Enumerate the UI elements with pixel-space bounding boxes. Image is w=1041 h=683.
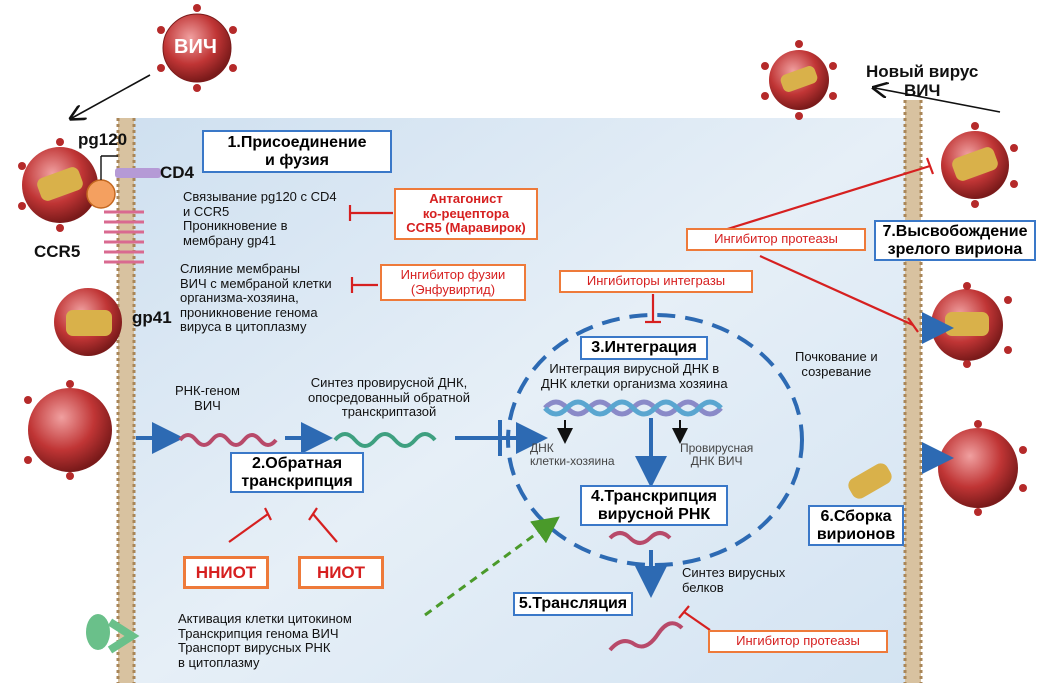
left-membrane — [116, 118, 136, 683]
cd4-receptor — [115, 168, 161, 178]
release-arrow — [875, 88, 1001, 113]
ccr5-receptor — [104, 210, 144, 264]
inhibitor-integrase: Ингибиторы интегразы — [559, 270, 753, 293]
virus-releasing-icon — [941, 131, 1009, 199]
virus-budding-icon — [931, 289, 1003, 361]
capsid-icon — [848, 463, 892, 499]
step-3-integration: 3.Интеграция — [580, 336, 708, 360]
inhibitor-nnrti: ННИОТ — [183, 556, 269, 590]
pg120-label: pg120 — [78, 130, 128, 149]
step-5-translation: 5.Трансляция — [513, 592, 633, 616]
step-7-release: 7.Высвобождение зрелого вириона — [874, 220, 1036, 262]
virus-label-hiv: ВИЧ — [174, 36, 217, 58]
budding-label: Почкование и созревание — [795, 349, 878, 379]
virus-attaching-icon — [22, 147, 98, 223]
proviral-dna-strand — [333, 432, 437, 448]
inhibitor-ccr5-antagonist: Антагонист ко-рецептора CCR5 (Маравирок) — [394, 188, 538, 240]
inhibitor-protease-top: Ингибитор протеазы — [686, 228, 866, 251]
host-dna-label: ДНК клетки-хозяина — [530, 441, 615, 469]
step-6-assembly: 6.Сборка вирионов — [808, 505, 904, 547]
step-2-reverse-transcription: 2.Обратная транскрипция — [230, 452, 364, 494]
protein-synthesis-label: Синтез вирусных белков — [682, 565, 786, 595]
inhibitor-fusion: Ингибитор фузии (Энфувиртид) — [380, 264, 526, 302]
step-4-transcription: 4.Транскрипция вирусной РНК — [580, 485, 728, 527]
binding-description: Связывание pg120 с CD4 и CCR5 Проникнове… — [183, 189, 337, 248]
virus-assembly-icon — [938, 428, 1018, 508]
cd4-label: CD4 — [160, 163, 195, 182]
rna-genome-strand — [178, 433, 278, 447]
ccr5-label: CCR5 — [34, 242, 81, 261]
inhibitor-protease-bottom: Ингибитор протеазы — [708, 630, 888, 653]
virus-new-icon — [769, 50, 829, 110]
entry-arrow — [72, 74, 151, 118]
inhibitor-nrti: НИОТ — [298, 556, 384, 590]
cytokine-receptor-icon — [86, 614, 140, 654]
step-1-attachment: 1.Присоединение и фузия — [202, 130, 392, 174]
integration-description: Интеграция вирусной ДНК в ДНК клетки орг… — [541, 361, 728, 391]
viral-rna-strand — [608, 531, 672, 545]
right-membrane — [903, 100, 923, 683]
proviral-dna-label: Провирусная ДНК ВИЧ — [680, 441, 754, 469]
fusion-description: Слияние мембраны ВИЧ с мембраной клетки … — [180, 261, 332, 335]
virus-fusing-icon — [54, 288, 122, 356]
rna-genome-label: РНК-геном ВИЧ — [175, 383, 240, 413]
virus-entering-icon — [28, 388, 112, 472]
virus-top-left-icon — [162, 13, 232, 83]
gp41-label: gp41 — [132, 308, 172, 327]
viral-protein-strand — [608, 621, 684, 652]
pg120-knob — [86, 179, 116, 209]
proviral-synthesis-label: Синтез провирусной ДНК, опосредованный о… — [308, 375, 471, 420]
activation-description: Активация клетки цитокином Транскрипция … — [178, 611, 352, 670]
new-virus-label: Новый вирус ВИЧ — [866, 62, 979, 101]
